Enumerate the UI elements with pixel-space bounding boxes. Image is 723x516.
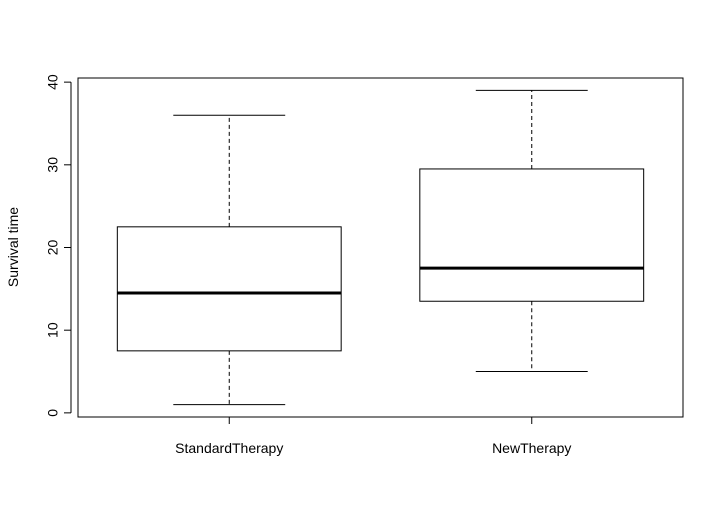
y-axis-label: Survival time xyxy=(5,207,21,287)
iqr-box xyxy=(116,226,342,352)
y-tick-label: 0 xyxy=(45,409,61,417)
box-NewTherapy xyxy=(419,89,645,373)
y-tick-label: 10 xyxy=(45,322,61,338)
box-StandardTherapy xyxy=(116,114,342,406)
y-axis: 0 10 20 30 40 xyxy=(45,74,72,417)
iqr-box xyxy=(419,168,645,302)
y-tick-label: 20 xyxy=(45,240,61,256)
x-tick-label: StandardTherapy xyxy=(175,440,283,456)
box-series xyxy=(116,89,645,406)
x-tick-label: NewTherapy xyxy=(492,440,571,456)
x-axis: StandardTherapy NewTherapy xyxy=(175,416,571,456)
y-tick-label: 40 xyxy=(45,74,61,90)
y-tick-label: 30 xyxy=(45,157,61,173)
